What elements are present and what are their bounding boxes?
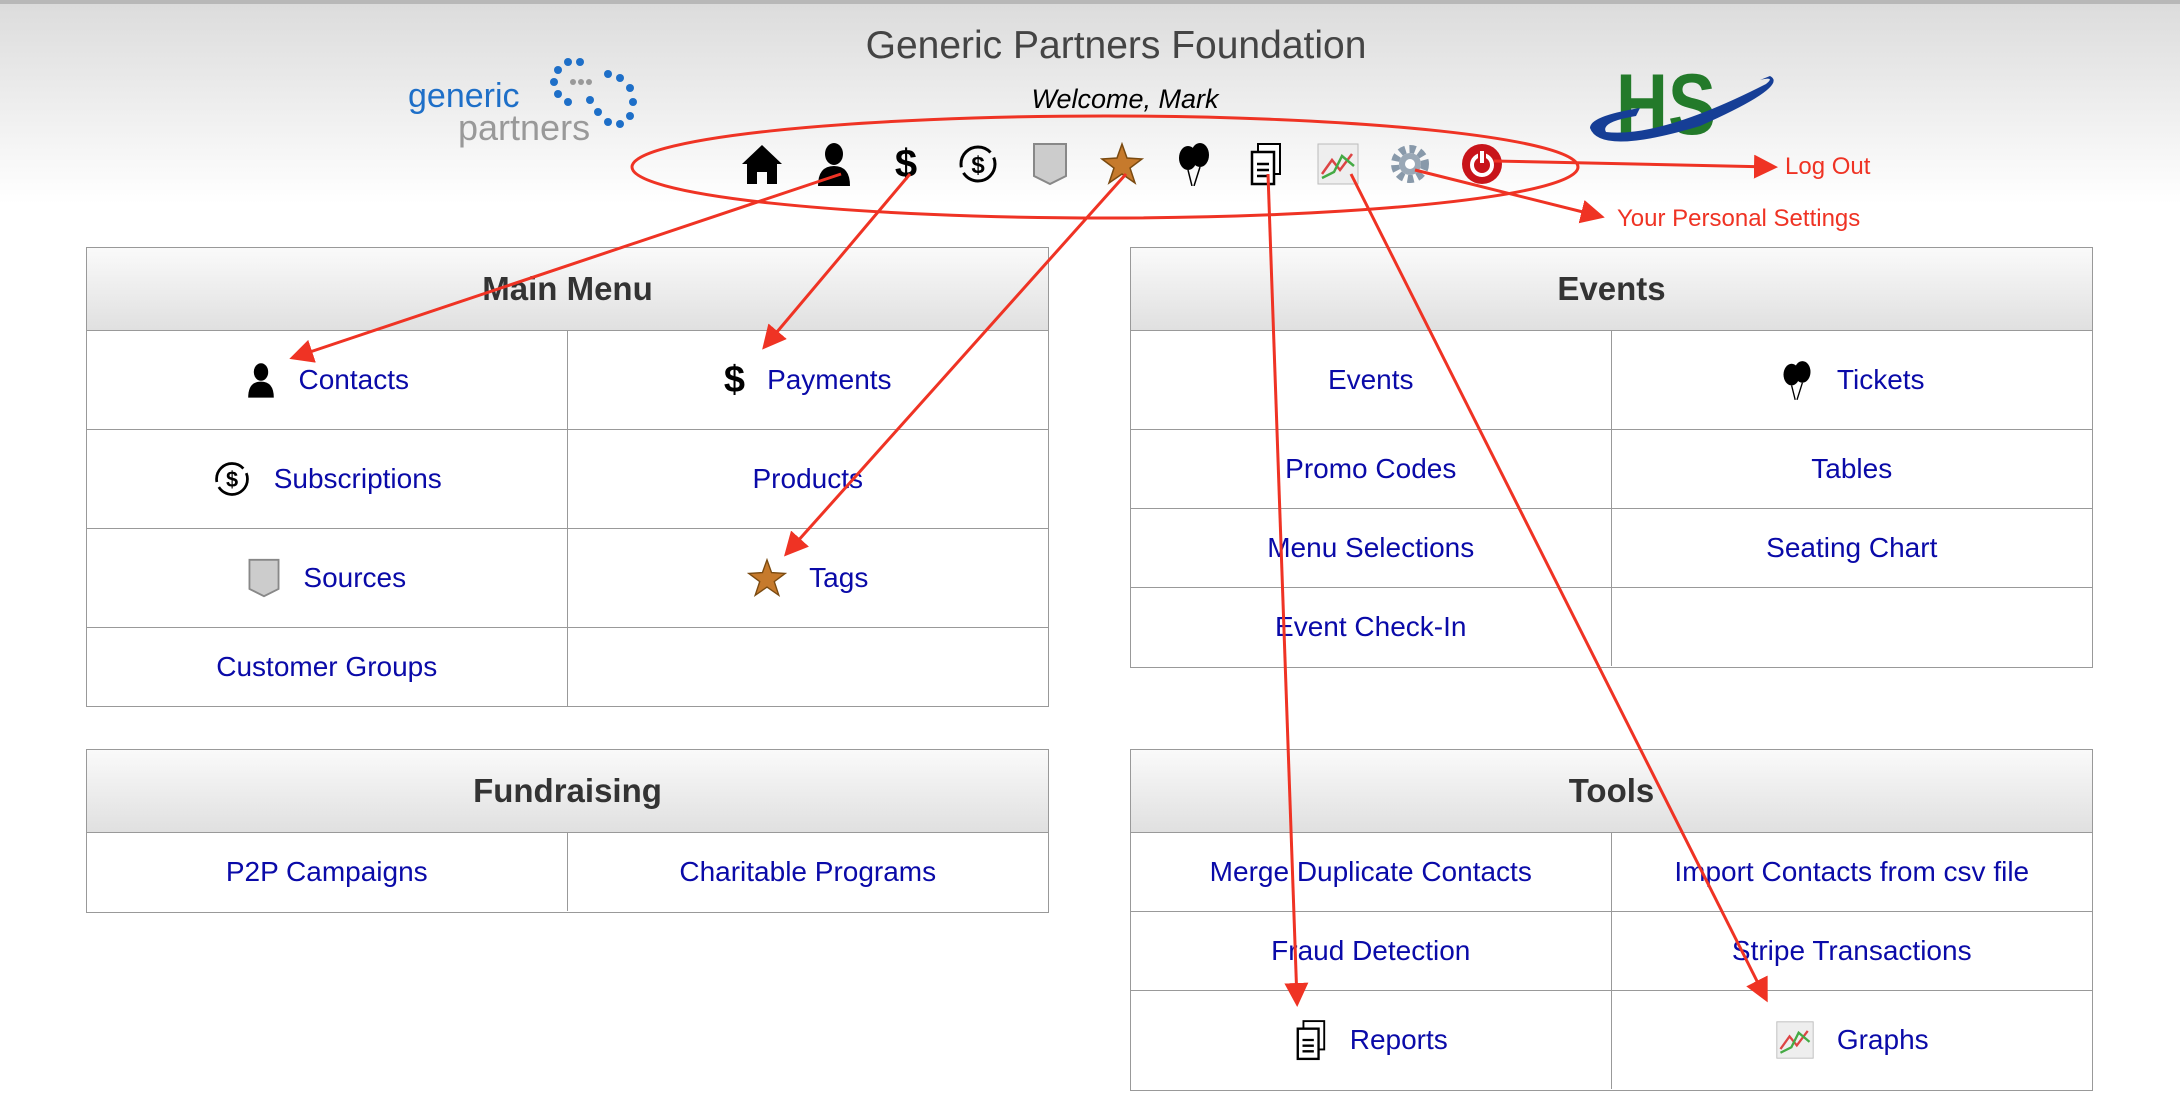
sources-link[interactable]: Sources	[303, 562, 407, 593]
menu-customer-groups[interactable]: Customer Groups	[87, 628, 568, 706]
menu-tags[interactable]: Tags	[567, 529, 1048, 628]
event-check-in-link[interactable]: Event Check-In	[1275, 611, 1467, 642]
menu-p2p-campaigns[interactable]: P2P Campaigns	[87, 833, 568, 911]
menu-sources[interactable]: Sources	[87, 529, 568, 628]
page-title: Generic Partners Foundation	[865, 24, 1367, 67]
promo-codes-link[interactable]: Promo Codes	[1285, 453, 1457, 484]
contacts-link[interactable]: Contacts	[298, 364, 410, 395]
svg-text:partners: partners	[458, 107, 590, 148]
p2p-campaigns-link[interactable]: P2P Campaigns	[225, 856, 428, 887]
menu-events[interactable]: Events	[1131, 331, 1612, 430]
stripe-transactions-link[interactable]: Stripe Transactions	[1731, 935, 1972, 966]
import-contacts-link[interactable]: Import Contacts from csv file	[1674, 856, 2030, 887]
menu-payments[interactable]: $ Payments	[567, 331, 1048, 430]
svg-text:$: $	[971, 152, 985, 179]
menu-tables[interactable]: Tables	[1611, 430, 2092, 509]
subscription-icon[interactable]: $	[956, 140, 1000, 188]
menu-subscriptions[interactable]: $ Subscriptions	[87, 430, 568, 529]
settings-annotation: Your Personal Settings	[1617, 205, 1861, 232]
hs-logo: HS	[1590, 57, 1774, 146]
menu-merge-duplicates[interactable]: Merge Duplicate Contacts	[1131, 833, 1612, 912]
products-link[interactable]: Products	[752, 463, 864, 494]
menu-contacts[interactable]: Contacts	[87, 331, 568, 430]
menu-promo-codes[interactable]: Promo Codes	[1131, 430, 1612, 509]
generic-partners-logo: generic partners	[408, 58, 637, 148]
documents-icon	[1296, 1020, 1325, 1061]
fundraising-title: Fundraising	[87, 750, 1048, 833]
person-icon	[247, 363, 274, 398]
payments-link[interactable]: Payments	[767, 364, 892, 395]
menu-fraud-detection[interactable]: Fraud Detection	[1131, 912, 1612, 991]
star-icon[interactable]	[1100, 140, 1144, 188]
browser-top-bar	[0, 0, 2180, 4]
merge-duplicate-contacts-link[interactable]: Merge Duplicate Contacts	[1209, 856, 1532, 887]
menu-menu-selections[interactable]: Menu Selections	[1131, 509, 1612, 588]
power-icon[interactable]	[1460, 140, 1504, 188]
dollar-icon[interactable]: $	[894, 141, 918, 186]
menu-selections-link[interactable]: Menu Selections	[1267, 532, 1475, 563]
menu-event-check-in[interactable]: Event Check-In	[1131, 588, 1612, 666]
subscriptions-link[interactable]: Subscriptions	[273, 463, 442, 494]
menu-seating-chart[interactable]: Seating Chart	[1611, 509, 2092, 588]
fraud-detection-link[interactable]: Fraud Detection	[1271, 935, 1471, 966]
menu-import-contacts[interactable]: Import Contacts from csv file	[1611, 833, 2092, 912]
empty-cell	[568, 628, 1049, 706]
source-shield-icon[interactable]	[1028, 140, 1072, 188]
seating-chart-link[interactable]: Seating Chart	[1766, 532, 1938, 563]
dollar-icon: $	[723, 358, 746, 401]
menu-tickets[interactable]: Tickets	[1611, 331, 2092, 430]
menu-graphs[interactable]: Graphs	[1612, 991, 2093, 1089]
toolbar: $ $	[740, 140, 1504, 188]
tags-link[interactable]: Tags	[809, 562, 869, 593]
balloons-icon[interactable]	[1172, 140, 1216, 188]
graph-icon	[1776, 1021, 1814, 1059]
svg-text:$: $	[226, 467, 238, 492]
menu-reports[interactable]: Reports	[1131, 991, 1612, 1089]
graph-icon[interactable]	[1316, 140, 1360, 188]
tables-link[interactable]: Tables	[1811, 453, 1893, 484]
main-menu-title: Main Menu	[87, 248, 1048, 331]
tickets-link[interactable]: Tickets	[1836, 364, 1925, 395]
main-menu-panel: Main Menu Contacts $ Payments $ Subscripti…	[86, 247, 1049, 707]
events-title: Events	[1131, 248, 2092, 331]
person-icon[interactable]	[812, 140, 856, 188]
tools-title: Tools	[1131, 750, 2092, 833]
subscription-icon: $	[214, 462, 249, 496]
fundraising-panel: Fundraising P2P Campaigns Charitable Pro…	[86, 749, 1049, 913]
menu-products[interactable]: Products	[567, 430, 1048, 529]
documents-icon[interactable]	[1244, 140, 1288, 188]
graphs-link[interactable]: Graphs	[1836, 1024, 1929, 1055]
charitable-programs-link[interactable]: Charitable Programs	[679, 856, 937, 887]
home-icon[interactable]	[740, 140, 784, 188]
balloons-icon	[1783, 361, 1811, 400]
events-link[interactable]: Events	[1327, 364, 1414, 395]
svg-text:generic: generic	[408, 77, 520, 115]
reports-link[interactable]: Reports	[1349, 1024, 1448, 1055]
tools-panel: Tools Merge Duplicate Contacts Import Co…	[1130, 749, 2093, 1091]
gear-icon[interactable]	[1388, 140, 1432, 188]
events-panel: Events Events Tickets Promo Codes Tables…	[1130, 247, 2093, 668]
welcome-message: Welcome, Mark	[1031, 84, 1219, 114]
menu-stripe-transactions[interactable]: Stripe Transactions	[1611, 912, 2092, 991]
menu-charitable-programs[interactable]: Charitable Programs	[568, 833, 1049, 911]
logout-annotation: Log Out	[1785, 153, 1871, 180]
star-icon	[747, 558, 788, 597]
empty-cell	[1612, 588, 2093, 666]
customer-groups-link[interactable]: Customer Groups	[216, 651, 438, 682]
source-shield-icon	[248, 558, 280, 598]
